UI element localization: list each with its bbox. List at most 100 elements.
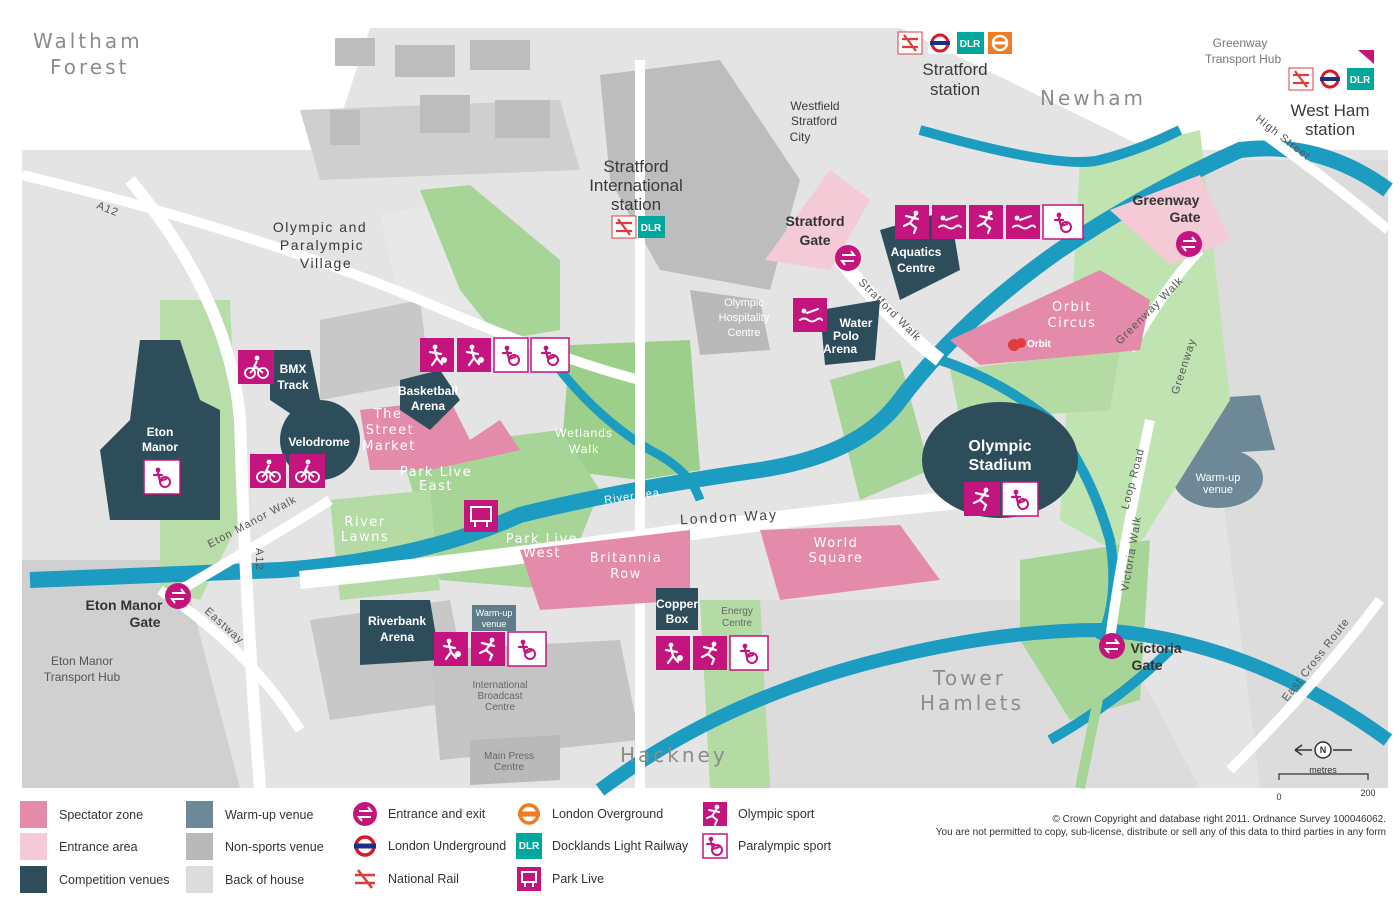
east-cross-route-road (1226, 596, 1384, 774)
energy-centre-label: Energy (721, 606, 753, 617)
greenway-gate-label: Gate (1169, 209, 1200, 225)
stratford-station-label: station (930, 80, 980, 99)
britannia-row-label: Row (610, 567, 642, 582)
scale-min: 0 (1276, 792, 1281, 802)
velodrome-sport-icons (250, 454, 325, 488)
east-land (1180, 160, 1388, 788)
basketball-label: Arena (411, 399, 445, 413)
village-label: Olympic and (273, 219, 367, 235)
building (335, 38, 375, 66)
underground-icon (354, 835, 376, 857)
hospitality-block (690, 290, 770, 355)
stratford-gate-area (765, 170, 870, 270)
eton-manor-gate-label: Gate (129, 614, 160, 630)
legend-london-underground: London Underground (352, 833, 506, 859)
greenway-gate-label: Greenway (1133, 192, 1200, 208)
orbit-marker (1008, 338, 1026, 351)
west-ham-station[interactable]: DLR (1288, 67, 1374, 91)
world-square-label: Square (809, 551, 864, 566)
north-west-white (22, 28, 370, 150)
legend-spectator-zone: Spectator zone (20, 801, 143, 828)
street-market-label: Street (366, 423, 415, 438)
eton-manor-label: Manor (142, 440, 178, 454)
north-channel (918, 125, 1183, 167)
eton-manor-sport-icon (143, 459, 181, 495)
corner-marker (1358, 50, 1374, 64)
orbit-circus-zone (950, 270, 1150, 365)
legend-non-sports-venue: Non-sports venue (186, 833, 324, 860)
dlr-icon: DLR (516, 833, 542, 859)
waltham-forest-label: Forest (50, 55, 129, 79)
copper-box-label: Box (666, 612, 689, 626)
river-lawns-label: River (344, 515, 385, 530)
tower-hamlets-label: Tower (932, 666, 1006, 690)
dlr-icon (1347, 68, 1374, 90)
legend-park-live: Park Live (516, 866, 604, 892)
victoria-gate-label: Victoria (1130, 640, 1181, 656)
street-market-label: The (373, 407, 403, 422)
riverbank-label: Riverbank (368, 614, 426, 628)
gate-entrance-icon[interactable] (835, 245, 861, 271)
greenway-hub-label: Greenway (1213, 36, 1268, 50)
wetlands-channel (556, 367, 705, 502)
hospitality-label: Hospitality (719, 312, 770, 324)
velodrome-label: Velodrome (288, 435, 350, 449)
stratford-international-station[interactable]: DLR (611, 215, 665, 239)
water-polo-label: Arena (823, 342, 857, 356)
a12-south-label: A12 (253, 548, 265, 571)
hospitality-label: Centre (727, 327, 760, 339)
village-label: Village (300, 255, 352, 271)
eton-hub-label: Eton Manor (51, 654, 113, 668)
stratford-gate-label: Gate (799, 232, 830, 248)
park-live-east-label: East (419, 479, 453, 494)
paralympic-sport-icon (702, 833, 728, 859)
westfield-label: Stratford (791, 114, 837, 128)
entrance-exit-icon (353, 802, 377, 826)
building (470, 40, 530, 70)
stratford-gate-label: Stratford (785, 213, 844, 229)
svg-text:N: N (1320, 745, 1327, 755)
scale-bar: N metres 0 200 (1276, 741, 1376, 802)
stratford-international-label: Stratford (603, 157, 668, 176)
olympic-stadium-venue (922, 402, 1078, 518)
warm-up-label: Warm-up (476, 608, 513, 618)
national-rail-icon (1293, 70, 1309, 88)
loop-road-path (1105, 418, 1155, 641)
gate-entrance-icon[interactable] (1176, 231, 1202, 257)
bmx-sport-icon (238, 350, 274, 384)
victoria-walk-green (1075, 639, 1115, 789)
gate-entrance-icon[interactable] (1099, 633, 1125, 659)
world-square-label: World (814, 536, 859, 551)
stadium-sport-icons (964, 481, 1039, 517)
west-ham-label: West Ham (1290, 101, 1369, 120)
eton-hub-label: Transport Hub (44, 670, 121, 684)
copyright-notice: © Crown Copyright and database right 201… (935, 814, 1386, 838)
legend-entrance-area: Entrance area (20, 833, 138, 860)
park-live-east-label: Park Live (400, 465, 472, 480)
copper-box-sport-icons (656, 635, 769, 671)
park-live-icon (517, 867, 541, 891)
hackney-label: Hackney (620, 743, 728, 767)
orbit-label: Orbit (1027, 339, 1052, 350)
stratford-station[interactable]: DLR (897, 31, 1012, 55)
north-arrow-icon (1314, 741, 1332, 759)
basketball-arena-venue (400, 370, 460, 430)
wetlands-park (560, 340, 700, 480)
river-lawns-label: Lawns (341, 530, 389, 545)
water-polo-label: Water (840, 316, 873, 330)
street-market-label: Market (362, 439, 416, 454)
building (330, 110, 360, 145)
legend-warm-up-venue: Warm-up venue (186, 801, 313, 828)
svg-text:DLR: DLR (960, 39, 981, 50)
svg-text:DLR: DLR (1350, 75, 1371, 86)
building (395, 45, 455, 77)
stratford-station-label: Stratford (922, 60, 987, 79)
legend-olympic-sport: Olympic sport (702, 801, 814, 827)
river-lea (29, 140, 1393, 588)
village-label: Paralympic (280, 237, 364, 253)
overground-icon (518, 803, 540, 825)
gate-entrance-icon[interactable] (165, 583, 191, 609)
aquatics-label: Aquatics (891, 245, 942, 259)
legend-back-of-house: Back of house (186, 866, 304, 893)
map-legend: Spectator zone Entrance area Competition… (0, 795, 1400, 915)
